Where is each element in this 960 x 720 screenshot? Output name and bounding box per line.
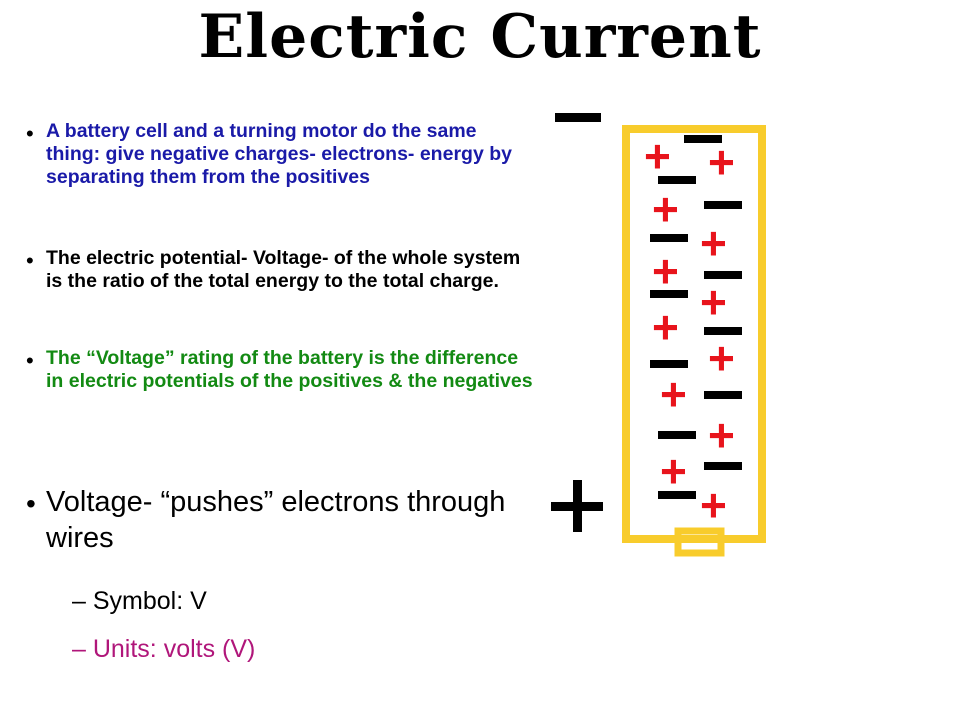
positive-charge: + — [708, 136, 735, 188]
negative-charge — [684, 135, 722, 143]
positive-charge: + — [708, 332, 735, 384]
positive-charge: + — [708, 409, 735, 461]
negative-charge — [704, 391, 742, 399]
positive-charge: + — [644, 130, 671, 182]
positive-terminal-symbol — [551, 480, 603, 532]
negative-charge — [658, 431, 696, 439]
bullet-electric-potential: The electric potential- Voltage- of the … — [46, 247, 521, 292]
negative-charge — [658, 176, 696, 184]
bullet-voltage-pushes: Voltage- “pushes” electrons through wire… — [46, 486, 506, 554]
negative-charge — [704, 327, 742, 335]
positive-charge: + — [652, 245, 679, 297]
negative-terminal-symbol — [555, 113, 601, 122]
negative-charge — [650, 360, 688, 368]
positive-charge: + — [700, 276, 727, 328]
negative-charge — [704, 271, 742, 279]
positive-charge: + — [660, 368, 687, 420]
negative-charge — [650, 234, 688, 242]
bullet-voltage-rating: The “Voltage” rating of the battery is t… — [46, 347, 533, 392]
positive-charges: + + + + + + + + + + + + — [644, 130, 735, 531]
subbullet-units: – Units: volts (V) — [72, 635, 256, 663]
positive-charge: + — [652, 301, 679, 353]
negative-charge — [704, 462, 742, 470]
bullet-battery-motor: A battery cell and a turning motor do th… — [46, 120, 512, 188]
positive-charge: + — [652, 183, 679, 235]
positive-charge: + — [700, 217, 727, 269]
battery-nub — [674, 527, 725, 557]
positive-charge: + — [700, 479, 727, 531]
negative-charge — [658, 491, 696, 499]
bullet-dot: • — [26, 348, 34, 373]
slide-title: Electric Current — [198, 2, 762, 72]
negative-charges — [650, 135, 742, 499]
subbullet-symbol: – Symbol: V — [72, 587, 207, 615]
battery-casing — [622, 125, 766, 543]
negative-charge — [650, 290, 688, 298]
bullet-dot: • — [26, 248, 34, 273]
bullet-dot: • — [26, 121, 34, 146]
bullet-dot: • — [26, 488, 36, 519]
positive-charge: + — [660, 445, 687, 497]
negative-charge — [704, 201, 742, 209]
